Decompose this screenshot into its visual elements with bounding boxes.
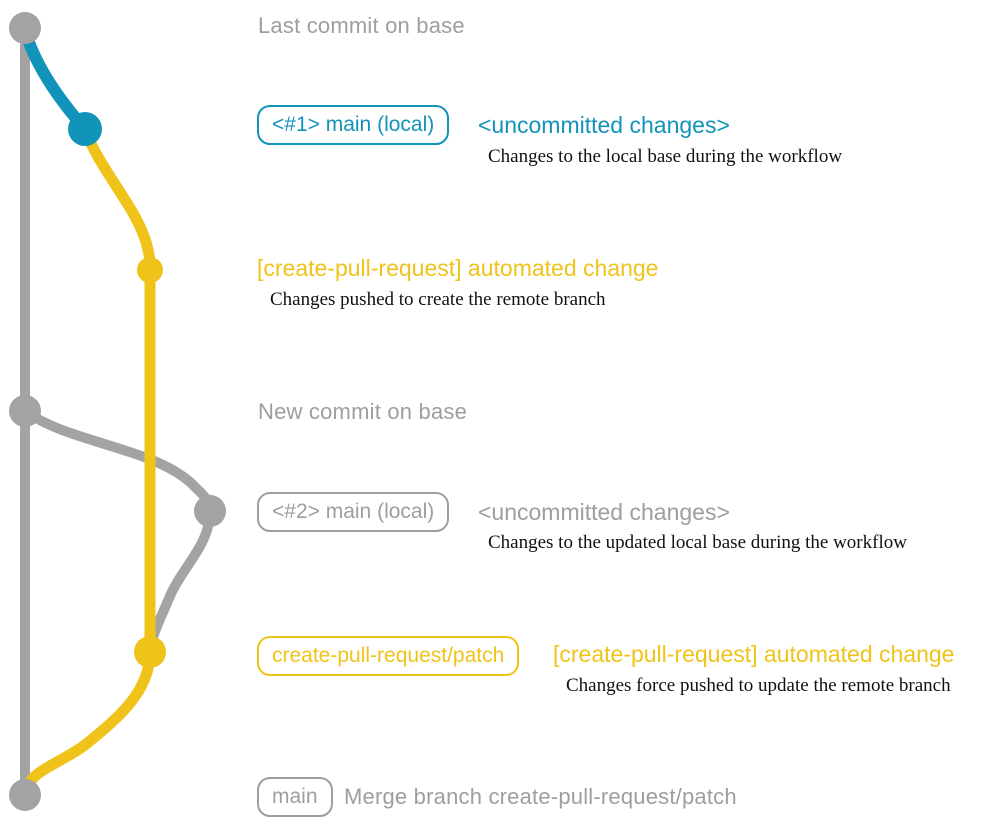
- create-pull-request-patch-branch-line: [19, 123, 156, 799]
- commit-graph: [9, 12, 226, 811]
- caption-last-commit-on-base: Last commit on base: [258, 13, 465, 38]
- commit-desc-automated-change-2: Changes force pushed to update the remot…: [566, 675, 951, 696]
- commit-node-automated-change-1: [137, 257, 163, 283]
- commit-node-merge-commit: [9, 779, 41, 811]
- caption-new-commit-on-base: New commit on base: [258, 399, 468, 424]
- local-main-branch-line: [19, 24, 91, 135]
- branch-badge-main: main: [257, 777, 333, 817]
- updated-local-main-branch-line: [20, 406, 216, 657]
- commit-desc-uncommitted-changes-1: Changes to the local base during the wor…: [488, 146, 843, 167]
- commit-node-last-commit-on-base: [9, 12, 41, 44]
- commit-node-automated-change-2: [134, 636, 166, 668]
- commit-node-uncommitted-changes-2: [194, 495, 226, 527]
- caption-merge-branch: Merge branch create-pull-request/patch: [344, 784, 737, 809]
- commit-node-uncommitted-changes-1: [68, 112, 102, 146]
- commit-heading-automated-change-2: [create-pull-request] automated change: [553, 641, 955, 667]
- commit-desc-uncommitted-changes-2: Changes to the updated local base during…: [488, 532, 907, 553]
- commit-desc-automated-change-1: Changes pushed to create the remote bran…: [270, 289, 606, 310]
- branch-badge-main-local-1: <#1> main (local): [257, 105, 450, 145]
- commit-heading-automated-change-1: [create-pull-request] automated change: [257, 255, 659, 281]
- commit-heading-uncommitted-changes-2: <uncommitted changes>: [478, 499, 730, 525]
- commit-heading-uncommitted-changes-1: <uncommitted changes>: [478, 112, 730, 138]
- branch-badge-main-local-2: <#2> main (local): [257, 492, 450, 532]
- branch-badge-create-pull-request-patch: create-pull-request/patch: [257, 636, 520, 676]
- commit-node-new-commit-on-base: [9, 395, 41, 427]
